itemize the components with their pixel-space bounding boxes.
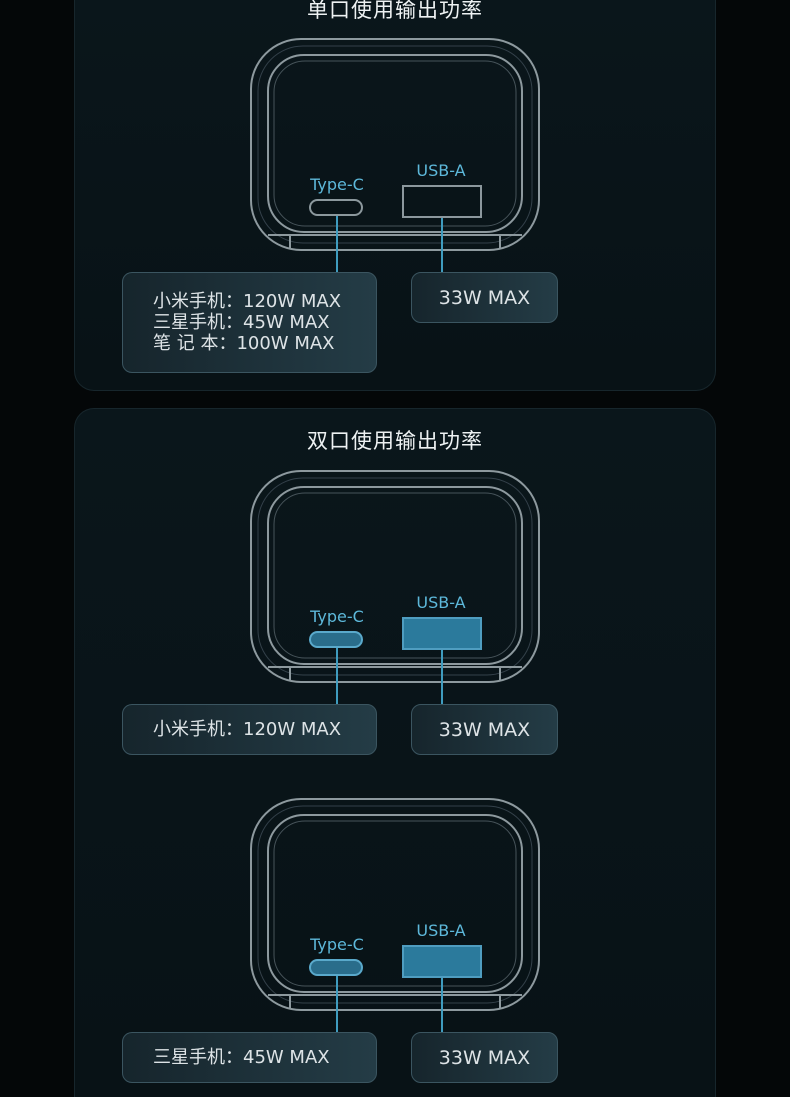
type-c-label: Type-C [310, 935, 364, 954]
type-c-connector-line [336, 216, 338, 272]
output-line-laptop: 笔 记 本：100W MAX [153, 333, 335, 354]
type-c-output-box: 小米手机：120W MAX 三星手机：45W MAX 笔 记 本：100W MA… [122, 272, 377, 373]
usb-a-label: USB-A [416, 593, 466, 612]
charger-outer-shell [250, 798, 540, 1011]
usb-a-output-box: 33W MAX [411, 272, 558, 323]
usb-a-output-text: 33W MAX [438, 718, 531, 741]
usb-a-output-text: 33W MAX [438, 286, 531, 309]
type-c-port [309, 199, 363, 216]
type-c-port [309, 631, 363, 648]
charger-outer-shell [250, 470, 540, 683]
type-c-connector-line [336, 648, 338, 704]
output-line-samsung: 三星手机：45W MAX [153, 312, 330, 333]
dual-port-title: 双口使用输出功率 [307, 429, 483, 453]
type-c-port [309, 959, 363, 976]
charger-outer-shell [250, 38, 540, 251]
output-line-xiaomi: 小米手机：120W MAX [153, 719, 342, 740]
usb-a-port [402, 185, 482, 218]
charger-shell-edge [257, 477, 533, 676]
charger-outline [250, 470, 540, 683]
single-port-diagram: Type-C USB-A 小米手机：120W MAX 三星手机：45W MAX … [0, 38, 790, 373]
charger-panel-inner-edge [273, 60, 517, 227]
usb-a-output-box: 33W MAX [411, 704, 558, 755]
charger-panel-inner-edge [273, 820, 517, 987]
output-line-xiaomi: 小米手机：120W MAX [153, 291, 342, 312]
charger-panel-inner-edge [273, 492, 517, 659]
type-c-output-box: 小米手机：120W MAX [122, 704, 377, 755]
output-line-samsung: 三星手机：45W MAX [153, 1047, 330, 1068]
charger-outline [250, 798, 540, 1011]
usb-a-output-box: 33W MAX [411, 1032, 558, 1083]
usb-a-port [402, 617, 482, 650]
charger-shell-edge [257, 45, 533, 244]
usb-a-connector-line [441, 218, 443, 272]
charger-front-panel [267, 486, 523, 665]
single-port-title: 单口使用输出功率 [307, 0, 483, 22]
type-c-connector-line [336, 976, 338, 1032]
charger-front-panel [267, 54, 523, 233]
charger-shell-edge [257, 805, 533, 1004]
type-c-label: Type-C [310, 175, 364, 194]
usb-a-connector-line [441, 650, 443, 704]
usb-a-label: USB-A [416, 161, 466, 180]
charger-front-panel [267, 814, 523, 993]
dual-port-diagram-samsung: Type-C USB-A 三星手机：45W MAX 33W MAX [0, 798, 790, 1088]
type-c-label: Type-C [310, 607, 364, 626]
usb-a-port [402, 945, 482, 978]
usb-a-connector-line [441, 978, 443, 1032]
usb-a-label: USB-A [416, 921, 466, 940]
type-c-output-box: 三星手机：45W MAX [122, 1032, 377, 1083]
usb-a-output-text: 33W MAX [438, 1046, 531, 1069]
dual-port-diagram-xiaomi: Type-C USB-A 小米手机：120W MAX 33W MAX [0, 470, 790, 760]
charger-outline [250, 38, 540, 251]
